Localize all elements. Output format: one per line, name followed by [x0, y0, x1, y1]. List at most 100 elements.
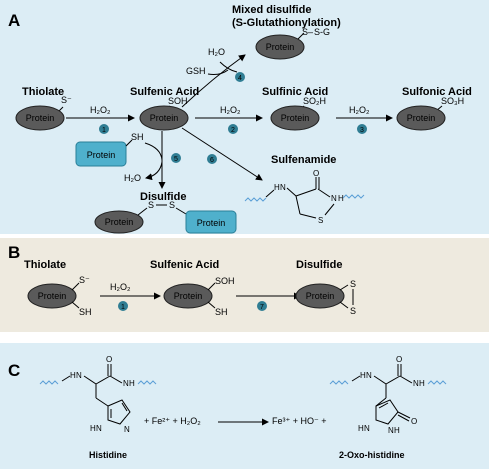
panel-b-background — [0, 238, 489, 332]
products: Fe³⁺ + HO⁻ + — [272, 416, 327, 426]
oxo-ring-h2: H — [394, 426, 400, 435]
b-soh: SOH — [215, 276, 235, 286]
sulfenamide-h: H — [274, 183, 280, 192]
step-badge-5 — [171, 153, 181, 163]
h2o2-2: H₂O₂ — [220, 105, 241, 115]
disulfide-s2: S — [169, 200, 175, 210]
his-h2: H — [129, 379, 135, 388]
gsh-label: GSH — [186, 66, 206, 76]
protein-label: Protein — [306, 291, 335, 301]
sulfinic-label: Sulfinic Acid — [262, 86, 328, 98]
step-5-number: 5 — [174, 156, 178, 163]
sulfenamide-h2: H — [338, 194, 344, 203]
protein-thiolate — [15, 105, 65, 131]
sulfinic-group: SO₂H — [303, 96, 326, 106]
wavy-bond-icon — [244, 197, 267, 202]
sulfenamide-n1: N — [280, 183, 286, 192]
arrow-4 — [181, 54, 246, 108]
his-n1: N — [76, 371, 82, 380]
b-step-badge-7 — [257, 301, 267, 311]
mixed-title-1: Mixed disulfide — [232, 4, 311, 16]
sulfonic-group: SO₃H — [441, 96, 464, 106]
step-2-number: 2 — [231, 127, 235, 134]
mixed-group-s: S– — [302, 27, 313, 37]
protein-label: Protein — [150, 113, 179, 123]
his-ring-h: H — [90, 424, 96, 433]
protein-blue-disulfide — [185, 210, 237, 234]
disulfide-s1: S — [148, 200, 154, 210]
sulfenamide-o: O — [313, 169, 319, 178]
step-badge-1 — [99, 124, 109, 134]
his-ring-n: N — [124, 425, 130, 434]
step-3-number: 3 — [360, 127, 364, 134]
protein-disulfide — [94, 210, 144, 234]
protein-b-sulfenic — [163, 283, 213, 309]
b-sulfenic-label: Sulfenic Acid — [150, 259, 219, 271]
step-badge-6 — [207, 154, 217, 164]
protein-label: Protein — [87, 150, 116, 160]
step-badge-3 — [357, 124, 367, 134]
b-s1: S — [350, 279, 356, 289]
oxo-o2: O — [411, 417, 417, 426]
b-h2o2: H₂O₂ — [110, 282, 131, 292]
h2o-disulfide: H₂O — [124, 173, 141, 183]
wavy-bond-icon — [342, 194, 365, 199]
protein-sulfonic — [396, 105, 446, 131]
b-thiolate-charge: S⁻ — [79, 275, 90, 285]
step-badge-2 — [228, 124, 238, 134]
wavy-bond-icon — [329, 380, 349, 385]
protein-sulfenic — [139, 105, 189, 131]
oxo-n1: N — [366, 371, 372, 380]
sulfonic-label: Sulfonic Acid — [402, 86, 472, 98]
oxo-ring-n1: N — [364, 424, 370, 433]
step-1-number: 1 — [102, 127, 106, 134]
sulfenamide-n2: N — [331, 194, 337, 203]
panel-c-letter: C — [8, 361, 20, 380]
protein-label: Protein — [266, 42, 295, 52]
panel-a-letter: A — [8, 11, 20, 30]
oxo-n2: N — [413, 379, 419, 388]
b-sulfenic-sh: SH — [215, 307, 228, 317]
protein-label: Protein — [281, 113, 310, 123]
h2o2-3: H₂O₂ — [349, 105, 370, 115]
panel-c-background — [0, 343, 489, 469]
protein-label: Protein — [105, 217, 134, 227]
oxo-h1: H — [360, 371, 366, 380]
oxo-ring-n2: N — [388, 426, 394, 435]
protein-label: Protein — [174, 291, 203, 301]
histidine-label: Histidine — [89, 450, 127, 460]
thiolate-charge: S⁻ — [61, 95, 72, 105]
reactants: + Fe²⁺ + H₂O₂ — [144, 416, 201, 426]
b-step-1-number: 1 — [121, 304, 125, 311]
oxo-h2: H — [419, 379, 425, 388]
wavy-bond-icon — [137, 380, 157, 385]
sh-label: SH — [131, 132, 144, 142]
protein-label: Protein — [197, 218, 226, 228]
panel-b-letter: B — [8, 243, 20, 262]
arrow-6 — [181, 127, 263, 181]
step-badge-4 — [235, 72, 245, 82]
his-imidazole-ring — [107, 399, 131, 425]
disulfide-label: Disulfide — [140, 191, 186, 203]
b-step-7-number: 7 — [260, 304, 264, 311]
protein-label: Protein — [38, 291, 67, 301]
b-s2: S — [350, 306, 356, 316]
his-n2: N — [123, 379, 129, 388]
mixed-group-sg: S-G — [314, 27, 330, 37]
thiolate-label: Thiolate — [22, 86, 64, 98]
wavy-bond-icon — [427, 380, 447, 385]
b-step-badge-1 — [118, 301, 128, 311]
his-ring-n2: N — [96, 424, 102, 433]
step-6-number: 6 — [210, 157, 214, 164]
sulfenamide-s: S — [318, 216, 323, 225]
sulfenamide-label: Sulfenamide — [271, 154, 336, 166]
mixed-title-2: (S-Glutathionylation) — [232, 17, 341, 29]
sulfenic-group: SOH — [168, 96, 188, 106]
protein-label: Protein — [26, 113, 55, 123]
his-h1: H — [70, 371, 76, 380]
protein-sulfinic — [270, 105, 320, 131]
h2o-mixed: H₂O — [208, 47, 225, 57]
oxo-histidine-label: 2-Oxo-histidine — [339, 450, 405, 460]
protein-mixed — [255, 34, 305, 60]
